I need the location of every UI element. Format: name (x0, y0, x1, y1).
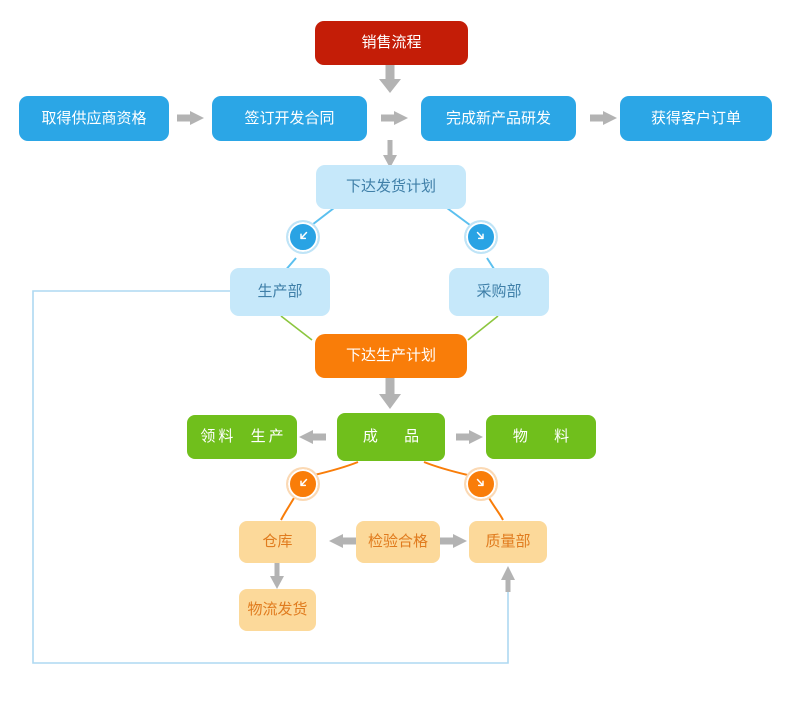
junction-shipping-to-purchase-dept (466, 222, 496, 252)
node-production-department[interactable]: 生产部 (230, 268, 330, 316)
node-supplier-qualification-label: 取得供应商资格 (41, 109, 147, 127)
junction-product-to-quality (466, 469, 496, 499)
node-shipping-plan-label: 下达发货计划 (345, 178, 436, 195)
node-sales-process[interactable]: 销售流程 (315, 21, 468, 65)
node-production-plan[interactable]: 下达生产计划 (315, 334, 467, 378)
node-warehouse[interactable]: 仓库 (239, 521, 316, 563)
arrow-warehouse-to-shipment (270, 563, 284, 589)
node-development-contract-label: 签订开发合同 (244, 109, 335, 127)
arrow-product-to-material (456, 430, 483, 444)
node-production-plan-label: 下达生产计划 (345, 347, 436, 364)
node-production-department-label: 生产部 (257, 283, 303, 300)
arrow-rd-to-order (590, 111, 617, 125)
node-new-product-rd-label: 完成新产品研发 (445, 109, 551, 127)
line-purchase-dept-to-plan (467, 315, 499, 341)
junction-ring (288, 222, 318, 252)
node-warehouse-label: 仓库 (262, 533, 293, 550)
arrow-down-left-icon (300, 231, 308, 240)
arrow-sales-to-row2 (379, 64, 401, 93)
junction-ring (288, 469, 318, 499)
arrow-down-left-icon (300, 478, 308, 487)
arrow-loop-into-quality (501, 566, 515, 592)
node-finished-product-label: 成 品 (362, 428, 426, 445)
arrow-down-right-icon (476, 231, 484, 240)
line-quality-junction-down (488, 497, 504, 521)
node-shipping-plan[interactable]: 下达发货计划 (316, 165, 466, 209)
node-purchase-department-label: 采购部 (476, 283, 522, 300)
arrow-row2-to-shipping-plan (383, 140, 397, 168)
node-new-product-rd[interactable]: 完成新产品研发 (421, 96, 576, 141)
junction-shipping-to-production-dept (288, 222, 318, 252)
arrow-inspection-to-quality (440, 534, 467, 548)
junction-ring (466, 469, 496, 499)
node-inspection-passed[interactable]: 检验合格 (356, 521, 440, 563)
junction-ring (466, 222, 496, 252)
junction-product-to-warehouse (288, 469, 318, 499)
node-finished-product[interactable]: 成 品 (337, 413, 445, 461)
arrow-supplier-to-contract (177, 111, 204, 125)
node-material-label: 物 料 (512, 428, 576, 445)
node-customer-order[interactable]: 获得客户订单 (620, 96, 772, 141)
arrow-down-right-icon (476, 478, 484, 487)
arrow-inspection-to-warehouse (329, 534, 356, 548)
node-quality-department-label: 质量部 (485, 533, 531, 550)
node-inspection-passed-label: 检验合格 (367, 533, 428, 550)
node-quality-department[interactable]: 质量部 (469, 521, 547, 563)
node-material-pick-production[interactable]: 领料 生产 (187, 415, 297, 459)
arrow-plan-to-product (379, 378, 401, 409)
node-development-contract[interactable]: 签订开发合同 (212, 96, 367, 141)
node-logistics-shipment[interactable]: 物流发货 (239, 589, 316, 631)
node-material-pick-production-label: 领料 生产 (200, 428, 287, 445)
arrow-product-to-pick (299, 430, 326, 444)
node-purchase-department[interactable]: 采购部 (449, 268, 549, 316)
node-logistics-shipment-label: 物流发货 (247, 601, 308, 618)
node-material[interactable]: 物 料 (486, 415, 596, 459)
arrow-contract-to-rd (381, 111, 408, 125)
node-sales-process-label: 销售流程 (361, 34, 422, 51)
line-warehouse-junction-down (280, 497, 295, 521)
line-production-dept-to-plan (280, 315, 313, 341)
node-supplier-qualification[interactable]: 取得供应商资格 (19, 96, 169, 141)
node-customer-order-label: 获得客户订单 (650, 109, 741, 127)
